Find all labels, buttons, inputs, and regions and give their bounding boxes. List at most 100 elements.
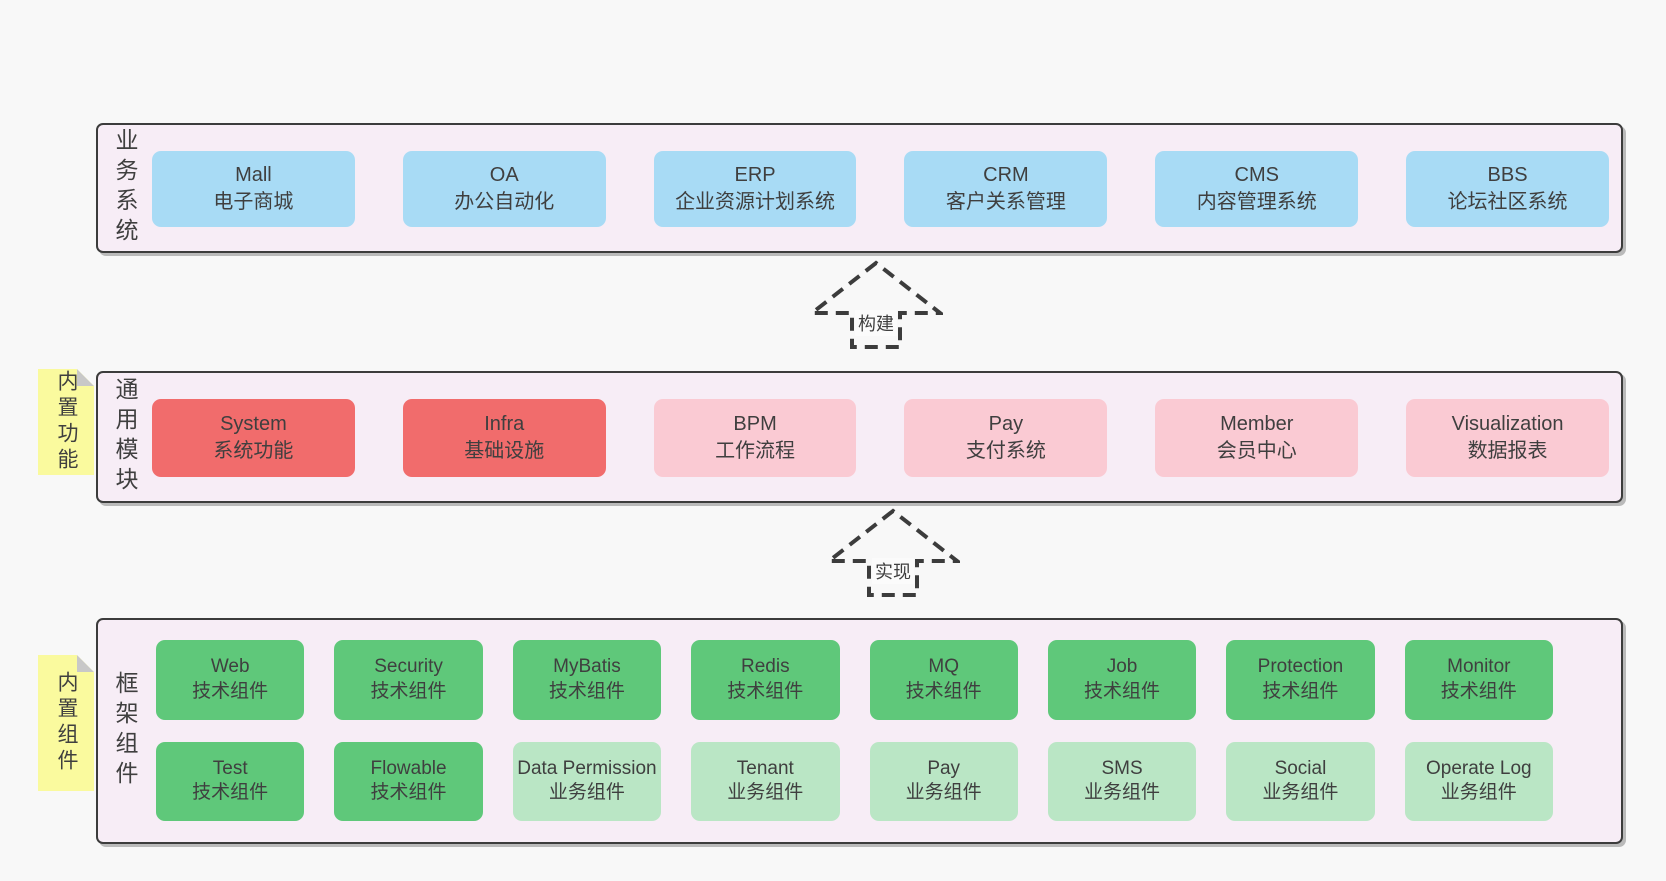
box-name: Monitor — [1447, 656, 1511, 678]
box-test: Test 技术组件 — [156, 741, 305, 821]
box-visualization: Visualization 数据报表 — [1406, 399, 1609, 477]
box-name: Redis — [741, 656, 790, 678]
box-name: Operate Log — [1425, 757, 1532, 779]
box-desc: 技术组件 — [370, 680, 447, 702]
box-desc: 客户关系管理 — [945, 191, 1066, 213]
arrow-implement: 实现 — [826, 508, 960, 598]
box-desc: 业务组件 — [1440, 782, 1517, 804]
box-desc: 技术组件 — [1440, 680, 1517, 702]
box-name: SMS — [1101, 757, 1143, 779]
box-name: Visualization — [1451, 413, 1564, 435]
framework-components-grid: Web 技术组件 Security 技术组件 MyBatis 技术组件 Redi… — [156, 620, 1553, 842]
box-bpm: BPM 工作流程 — [653, 399, 857, 477]
box-sms: SMS 业务组件 — [1047, 741, 1197, 821]
layer-label-common-modules: 通用模块 — [112, 377, 138, 497]
box-desc: 业务组件 — [1084, 782, 1161, 804]
box-mq: MQ 技术组件 — [869, 640, 1018, 720]
box-desc: 支付系统 — [965, 440, 1046, 462]
box-desc: 办公自动化 — [454, 191, 555, 213]
box-cms: CMS 内容管理系统 — [1155, 151, 1359, 227]
box-web: Web 技术组件 — [156, 640, 305, 720]
box-redis: Redis 技术组件 — [691, 640, 840, 720]
box-desc: 电子商城 — [213, 191, 294, 213]
box-monitor: Monitor 技术组件 — [1404, 640, 1553, 720]
box-name: OA — [489, 164, 519, 186]
sticky-note-label: 内置功能 — [55, 370, 78, 474]
box-name: Data Permission — [517, 757, 657, 779]
box-name: Member — [1220, 413, 1294, 435]
box-desc: 内容管理系统 — [1196, 191, 1317, 213]
box-desc: 论坛社区系统 — [1447, 191, 1568, 213]
box-name: ERP — [734, 164, 776, 186]
box-desc: 业务组件 — [1262, 782, 1339, 804]
up-arrow-dashed-icon — [826, 508, 960, 597]
layer-business-systems: 业务系统 Mall 电子商城 OA 办公自动化 ERP 企业资源计划系统 CRM… — [96, 123, 1623, 253]
box-name: CRM — [983, 164, 1029, 186]
common-modules-row: System 系统功能 Infra 基础设施 BPM 工作流程 Pay 支付系统… — [152, 373, 1609, 501]
box-mall: Mall 电子商城 — [152, 151, 355, 227]
box-desc: 会员中心 — [1216, 440, 1297, 462]
arrow-build: 构建 — [809, 260, 943, 350]
layer-common-modules: 通用模块 System 系统功能 Infra 基础设施 BPM 工作流程 Pay… — [96, 371, 1623, 503]
box-desc: 技术组件 — [548, 680, 625, 702]
box-protection: Protection 技术组件 — [1226, 640, 1375, 720]
box-desc: 技术组件 — [1262, 680, 1339, 702]
box-name: MQ — [928, 656, 959, 678]
up-arrow-dashed-icon — [809, 260, 943, 349]
box-system: System 系统功能 — [152, 399, 355, 477]
layer-framework-components: 框架组件 Web 技术组件 Security 技术组件 MyBatis 技术组件… — [96, 618, 1623, 844]
box-desc: 业务组件 — [905, 782, 982, 804]
box-operate-log: Operate Log 业务组件 — [1404, 741, 1553, 821]
box-erp: ERP 企业资源计划系统 — [653, 151, 857, 227]
box-name: Pay — [927, 757, 961, 779]
box-bbs: BBS 论坛社区系统 — [1406, 151, 1609, 227]
box-name: Pay — [988, 413, 1024, 435]
box-name: Infra — [484, 413, 525, 435]
box-name: MyBatis — [553, 656, 621, 678]
box-crm: CRM 客户关系管理 — [904, 151, 1108, 227]
box-desc: 技术组件 — [727, 680, 804, 702]
box-flowable: Flowable 技术组件 — [334, 741, 483, 821]
box-oa: OA 办公自动化 — [402, 151, 606, 227]
layer-label-business-systems: 业务系统 — [112, 128, 138, 248]
box-name: Security — [374, 656, 443, 678]
box-name: System — [220, 413, 287, 435]
box-desc: 技术组件 — [905, 680, 982, 702]
box-desc: 技术组件 — [192, 680, 269, 702]
box-name: Job — [1106, 656, 1138, 678]
box-infra: Infra 基础设施 — [402, 399, 606, 477]
box-name: Flowable — [370, 757, 447, 779]
box-desc: 系统功能 — [213, 440, 294, 462]
box-name: Social — [1274, 757, 1327, 779]
box-tenant: Tenant 业务组件 — [691, 741, 840, 821]
box-desc: 业务组件 — [548, 782, 625, 804]
box-name: Test — [212, 757, 248, 779]
box-desc: 数据报表 — [1467, 440, 1548, 462]
arrow-implement-label: 实现 — [872, 558, 914, 584]
sticky-note-label: 内置组件 — [55, 671, 78, 775]
box-pay-module: Pay 支付系统 — [904, 399, 1108, 477]
box-social: Social 业务组件 — [1226, 741, 1375, 821]
business-systems-row: Mall 电子商城 OA 办公自动化 ERP 企业资源计划系统 CRM 客户关系… — [152, 125, 1609, 251]
box-desc: 技术组件 — [192, 782, 269, 804]
box-job: Job 技术组件 — [1047, 640, 1197, 720]
box-name: BBS — [1487, 164, 1528, 186]
box-desc: 技术组件 — [1084, 680, 1161, 702]
sticky-note-built-in-components: 内置组件 — [38, 655, 94, 791]
box-mybatis: MyBatis 技术组件 — [512, 640, 662, 720]
box-security: Security 技术组件 — [334, 640, 483, 720]
box-data-permission: Data Permission 业务组件 — [512, 741, 662, 821]
box-desc: 基础设施 — [464, 440, 545, 462]
box-desc: 企业资源计划系统 — [675, 191, 836, 213]
box-name: Tenant — [736, 757, 794, 779]
box-name: Web — [210, 656, 250, 678]
box-desc: 工作流程 — [715, 440, 796, 462]
layer-label-framework-components: 框架组件 — [112, 671, 138, 791]
box-pay-component: Pay 业务组件 — [869, 741, 1018, 821]
box-name: Protection — [1257, 656, 1344, 678]
box-name: CMS — [1234, 164, 1279, 186]
box-name: BPM — [733, 413, 777, 435]
box-desc: 技术组件 — [370, 782, 447, 804]
arrow-build-label: 构建 — [855, 310, 897, 336]
